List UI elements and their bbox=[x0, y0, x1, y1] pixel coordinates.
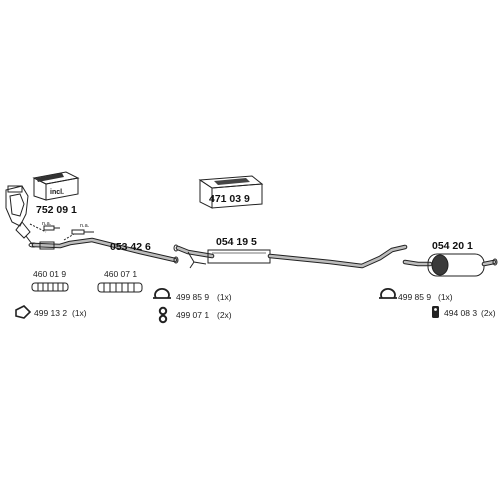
catalytic-converter-drawing bbox=[5, 185, 38, 248]
gasket-icon bbox=[15, 305, 32, 319]
clamp-middle-part-number: 499 85 9 bbox=[176, 292, 209, 302]
gasket-part-number: 499 13 2 bbox=[34, 308, 67, 318]
lambda-sensor-2-drawing bbox=[63, 229, 94, 241]
rear-silencer-part-number: 054 20 1 bbox=[432, 240, 473, 252]
clamp-rear-part-number: 499 85 9 bbox=[398, 292, 431, 302]
kit-part-number: 752 09 1 bbox=[36, 204, 77, 216]
lambda-sensor-1-note: n.a. bbox=[42, 221, 52, 227]
clamp-icon bbox=[153, 288, 171, 299]
rear-silencer-drawing bbox=[402, 253, 498, 277]
gasket-quantity: (1x) bbox=[72, 308, 87, 318]
flex-pipe-1-drawing bbox=[31, 282, 69, 292]
rubber-rear-quantity: (2x) bbox=[481, 308, 496, 318]
clamp-rear-quantity: (1x) bbox=[438, 292, 453, 302]
mounting-kit-part-number: 471 03 9 bbox=[209, 193, 250, 205]
rubber-middle-quantity: (2x) bbox=[217, 310, 232, 320]
middle-silencer-drawing bbox=[173, 244, 408, 269]
rubber-middle-part-number: 499 07 1 bbox=[176, 310, 209, 320]
middle-silencer-part-number: 054 19 5 bbox=[216, 236, 257, 248]
kit-box-label: incl. bbox=[50, 189, 64, 196]
lambda-sensor-1-drawing bbox=[29, 223, 60, 233]
mounting-kit-box-drawing bbox=[198, 175, 264, 209]
rubber-mount-icon bbox=[432, 306, 439, 318]
rubber-rear-part-number: 494 08 3 bbox=[444, 308, 477, 318]
clamp-rear-icon bbox=[379, 288, 397, 299]
flex-pipe-2-drawing bbox=[97, 282, 143, 293]
flex-pipe-1-part-number: 460 01 9 bbox=[33, 269, 66, 279]
flex-pipe-2-part-number: 460 07 1 bbox=[104, 269, 137, 279]
kit-box-drawing: incl. bbox=[32, 171, 80, 201]
lambda-sensor-2-note: n.a. bbox=[80, 223, 90, 229]
clamp-middle-quantity: (1x) bbox=[217, 292, 232, 302]
rubber-hanger-icon bbox=[158, 306, 168, 324]
front-pipe-drawing bbox=[31, 237, 179, 264]
front-pipe-part-number: 053 42 6 bbox=[110, 241, 151, 253]
